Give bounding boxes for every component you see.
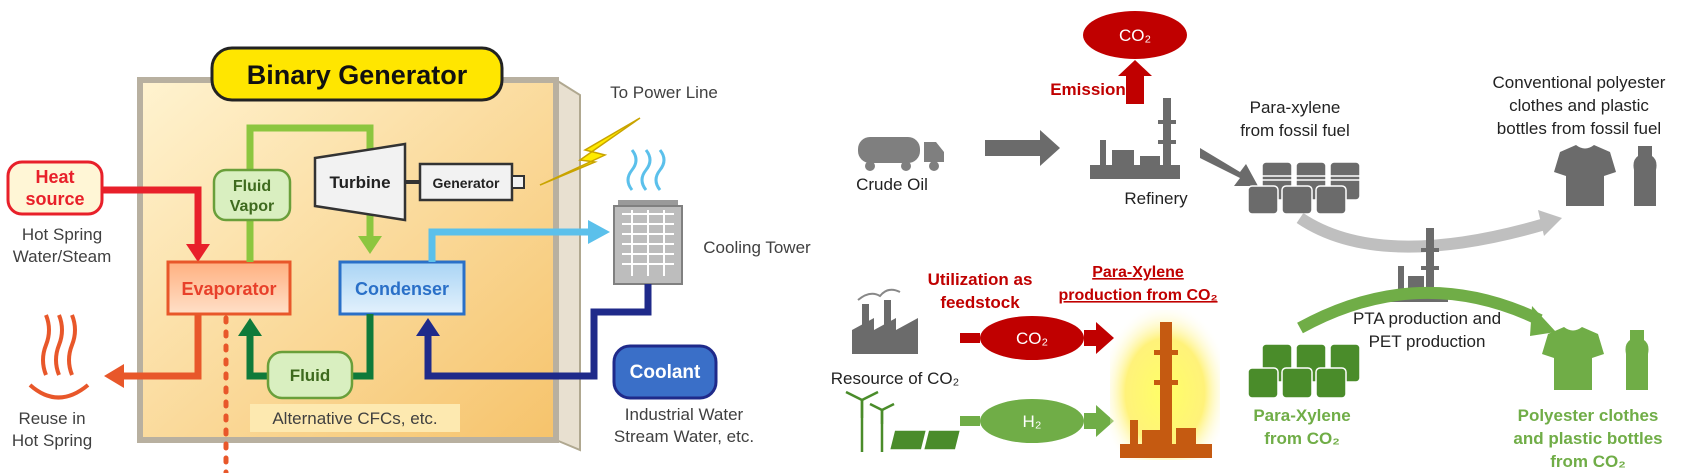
green-bottle-icon [1625, 330, 1649, 390]
fluid-box [266, 350, 354, 400]
polyester-co2-line3: from CO₂ [1550, 452, 1626, 471]
generator-label: Generator [433, 175, 500, 191]
co2-feed-left-bar [960, 333, 980, 343]
green-shirt-icon [1542, 327, 1604, 390]
heat-arrow [102, 186, 202, 248]
co2-feed-arrow [1084, 322, 1114, 354]
px-production-line1: Para-Xylene [1092, 264, 1184, 281]
fluid-vapor-box [212, 168, 292, 222]
px-fossil-line2: from fossil fuel [1240, 121, 1350, 140]
px-co2-line2: from CO₂ [1264, 429, 1340, 448]
polyester-co2-line1: Polyester clothes [1518, 406, 1659, 425]
turbine-shape [313, 142, 407, 222]
lightning-icon [539, 117, 641, 186]
gray-shirt-icon [1554, 145, 1616, 206]
co2-feed-ellipse [980, 316, 1084, 360]
industrial-water-line2: Stream Water, etc. [614, 427, 754, 446]
heat-source-line2: source [25, 189, 84, 209]
fossil-barrels-icon [1247, 161, 1361, 215]
reuse-line1: Reuse in [18, 409, 85, 428]
co2-polyester-panel: CO₂ Emission Crude Oil Refinery Para-xyl… [831, 11, 1666, 471]
refinery-label: Refinery [1124, 189, 1188, 208]
alt-cfcs-bg [250, 404, 460, 432]
gray-bottle-icon [1633, 146, 1657, 206]
resource-co2-label: Resource of CO₂ [831, 369, 959, 388]
conventional-line1: Conventional polyester [1493, 73, 1666, 92]
vapor-arrow-head [358, 236, 382, 254]
co2-emission-ellipse [1083, 11, 1187, 59]
reuse-arrow [120, 314, 202, 380]
to-power-line: To Power Line [610, 83, 718, 102]
fluid-label: Fluid [290, 366, 331, 385]
co2-curve-arrow [1297, 286, 1543, 334]
px-production-line2: production from CO₂ [1058, 287, 1217, 304]
crude-to-refinery-arrow [985, 130, 1060, 166]
reuse-line2: Hot Spring [12, 431, 92, 450]
title-badge [210, 46, 504, 102]
fluid-vapor-line1: Fluid [233, 178, 271, 195]
evaporator-box [166, 260, 292, 316]
co2-feed-label: CO₂ [1016, 329, 1048, 348]
px-fossil-line1: Para-xylene [1250, 98, 1341, 117]
evaporator-label: Evaporator [181, 279, 276, 299]
generator-box-side [555, 78, 581, 452]
refinery-icon [1090, 98, 1180, 179]
coolant-arrow-head [416, 318, 440, 336]
hot-spring-icon [28, 314, 90, 400]
cooling-arrow [428, 228, 590, 262]
heat-arrow-head [186, 244, 210, 262]
fossil-curve-arrow-head [1538, 210, 1562, 236]
reuse-arrow-head [104, 364, 124, 388]
conventional-line3: bottles from fossil fuel [1497, 119, 1661, 138]
polyester-co2-line2: and plastic bottles [1513, 429, 1662, 448]
condenser-label: Condenser [355, 279, 449, 299]
cooling-tower-icon [613, 149, 683, 285]
coolant-loop [424, 284, 652, 380]
co2-emission-label: CO₂ [1119, 26, 1151, 45]
conventional-line2: clothes and plastic [1509, 96, 1649, 115]
co2-refinery-icon [1120, 322, 1212, 458]
emission-arrow [1118, 60, 1152, 104]
binary-generator-panel: Binary Generator Heat source Hot Spring … [6, 46, 811, 473]
h2-arrow [1084, 405, 1114, 437]
alt-cfcs-label: Alternative CFCs, etc. [272, 409, 437, 428]
h2-ellipse [980, 399, 1084, 443]
wind-solar-icon [845, 390, 960, 452]
fluid-arrow-head [238, 318, 262, 336]
factory-icon [852, 288, 918, 354]
fossil-curve-arrow [1296, 213, 1547, 253]
co2-curve-arrow-head [1530, 306, 1556, 336]
condenser-box [338, 260, 466, 316]
pta-line2: PET production [1369, 332, 1486, 351]
co2-barrels-icon [1247, 343, 1361, 399]
crude-oil-label: Crude Oil [856, 175, 928, 194]
coolant-label: Coolant [630, 362, 701, 383]
cooling-arrow-head [588, 220, 610, 244]
pta-line1: PTA production and [1353, 309, 1501, 328]
heat-source-line1: Heat [35, 167, 74, 187]
title-text: Binary Generator [247, 60, 468, 90]
industrial-water-line1: Industrial Water [625, 405, 744, 424]
coolant-box [612, 344, 718, 400]
hot-spring-line1: Hot Spring [22, 225, 102, 244]
hot-spring-line2: Water/Steam [13, 247, 112, 266]
px-co2-line1: Para-Xylene [1253, 406, 1350, 425]
turbine-label: Turbine [329, 173, 390, 192]
fluid-vapor-line2: Vapor [230, 198, 274, 215]
refinery-to-barrels-arrow [1200, 148, 1258, 186]
utilization-line2: feedstock [940, 293, 1020, 312]
h2-feed-left-bar [960, 416, 980, 426]
utilization-line1: Utilization as [928, 270, 1033, 289]
tanker-truck-icon [858, 137, 944, 171]
generator-stub [511, 175, 525, 189]
h2-label: H₂ [1023, 412, 1042, 431]
emission-label: Emission [1050, 80, 1126, 99]
cooling-tower-label: Cooling Tower [703, 238, 811, 257]
